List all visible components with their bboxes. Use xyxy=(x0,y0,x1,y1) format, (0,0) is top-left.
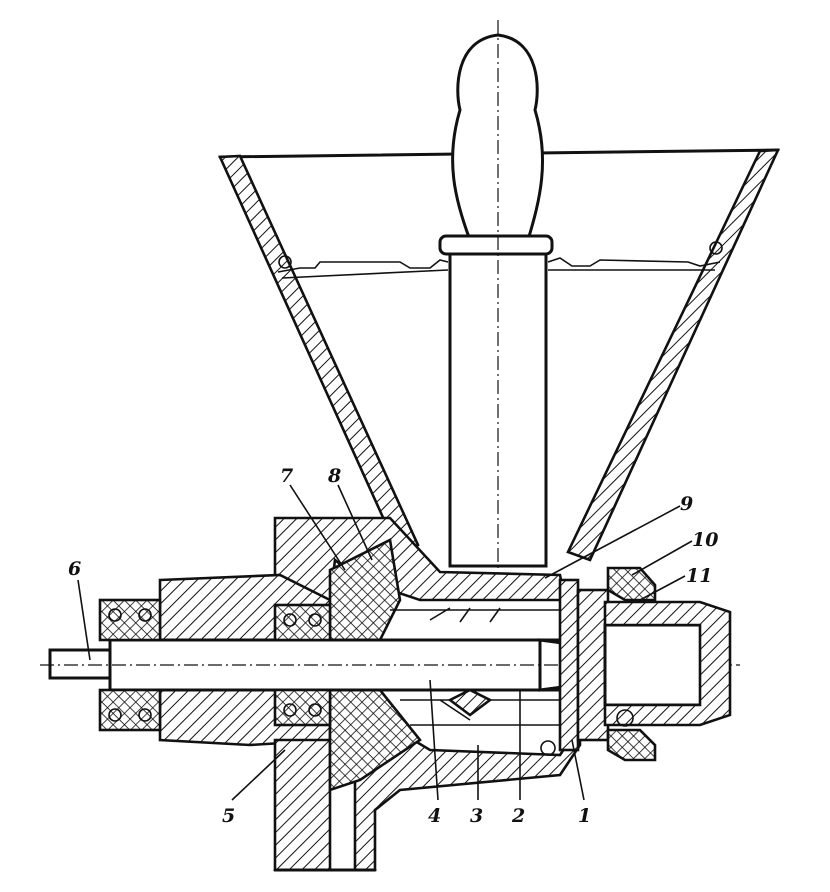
callout-1: 1 xyxy=(578,805,591,827)
left-bearing xyxy=(98,598,162,732)
cutting-assembly xyxy=(540,566,732,762)
callout-3: 3 xyxy=(470,805,483,827)
callout-9: 9 xyxy=(680,493,693,515)
callout-2: 2 xyxy=(511,805,525,827)
callout-4: 4 xyxy=(428,805,441,827)
callout-10: 10 xyxy=(692,529,718,551)
callout-8: 8 xyxy=(327,465,341,487)
leader-lines xyxy=(77,484,693,801)
callout-5: 5 xyxy=(222,805,235,827)
callout-11: 11 xyxy=(686,565,712,587)
callout-6: 6 xyxy=(68,558,81,580)
hopper xyxy=(218,148,781,562)
pusher xyxy=(438,20,554,580)
right-bearing xyxy=(273,603,332,727)
callout-7: 7 xyxy=(280,465,293,487)
